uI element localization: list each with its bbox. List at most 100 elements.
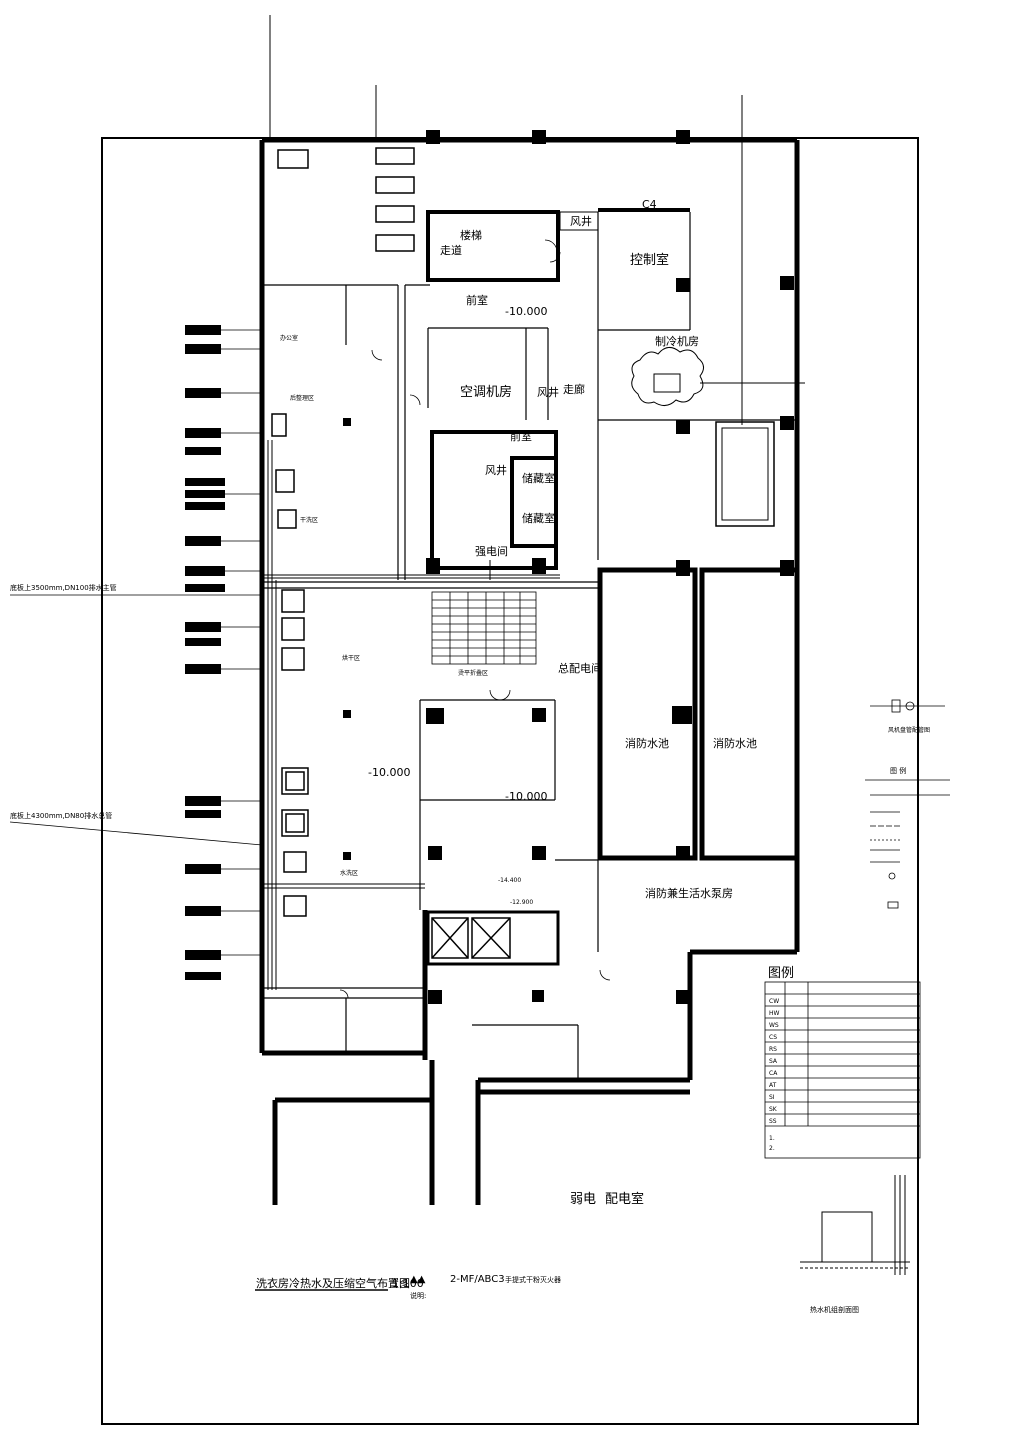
legend-side-title: 图 例 bbox=[890, 766, 906, 775]
plan-rect bbox=[271, 413, 287, 437]
legend-code: CA bbox=[769, 1070, 778, 1077]
plan-rect bbox=[275, 469, 295, 493]
plan-rect bbox=[343, 418, 351, 426]
plan-rect bbox=[426, 708, 444, 724]
plan-rect bbox=[721, 427, 769, 521]
label-elev-12: -12.900 bbox=[510, 899, 533, 906]
plan-circle bbox=[905, 701, 915, 711]
title-block: 洗衣房冷热水及压缩空气布置图 1:100 2-MF/ABC3 手提式干粉灭火器 … bbox=[256, 1274, 561, 1300]
plan-rect bbox=[185, 810, 221, 818]
plan-rect bbox=[428, 846, 442, 860]
core-walls bbox=[430, 430, 558, 570]
legend-code: SK bbox=[769, 1106, 778, 1113]
plan-rect bbox=[185, 906, 221, 916]
plan-path bbox=[489, 689, 501, 701]
washers bbox=[271, 413, 309, 917]
plan-rect bbox=[343, 852, 351, 860]
plan-rect bbox=[185, 864, 221, 874]
plan-path bbox=[409, 394, 421, 406]
plan-rect bbox=[185, 447, 221, 455]
plan-rect bbox=[285, 771, 305, 791]
interior-walls bbox=[262, 212, 797, 1080]
label-main-dist: 总配电间 bbox=[558, 661, 602, 675]
label-chiller-room: 制冷机房 bbox=[655, 334, 699, 348]
label-air-shaft-low: 风井 bbox=[485, 463, 507, 477]
plan-rect bbox=[375, 147, 415, 165]
plan-rect bbox=[185, 950, 221, 960]
legend-code: 2. bbox=[769, 1145, 775, 1152]
plan-rect bbox=[653, 373, 681, 393]
plan-path bbox=[631, 347, 704, 406]
label-corridor-mid: 走廊 bbox=[563, 382, 585, 396]
label-corridor-top: 走道 bbox=[440, 243, 462, 257]
plan-circle bbox=[888, 872, 896, 880]
plan-rect bbox=[185, 664, 221, 674]
drawing-title: 洗衣房冷热水及压缩空气布置图 bbox=[256, 1276, 410, 1290]
plan-rect bbox=[676, 990, 690, 1004]
tank-fixtures bbox=[277, 147, 415, 252]
plan-rect bbox=[277, 509, 297, 529]
plan-rect bbox=[676, 278, 690, 292]
door-swings bbox=[339, 239, 611, 999]
plan-rect bbox=[185, 490, 225, 498]
pipes bbox=[262, 440, 560, 990]
label-elev-14: -14.400 bbox=[498, 877, 521, 884]
plan-path bbox=[549, 251, 561, 263]
label-air-shaft-top: 风井 bbox=[570, 214, 592, 228]
plan-rect bbox=[431, 917, 469, 959]
plan-rect bbox=[699, 567, 800, 861]
plan-path bbox=[544, 239, 558, 253]
plan-rect bbox=[343, 710, 351, 718]
label-sorting-area: 后整理区 bbox=[290, 394, 314, 402]
room-labels: 楼梯 走道 风井 C4 控制室 前室 -10.000 制冷机房 空调机房 风井 … bbox=[280, 198, 757, 1207]
label-control-room: 控制室 bbox=[630, 252, 669, 268]
label-ac-room: 空调机房 bbox=[460, 384, 512, 400]
plan-rect bbox=[185, 478, 225, 486]
legend-code: SI bbox=[769, 1094, 775, 1101]
plan-rect bbox=[887, 901, 899, 909]
plan-rect bbox=[375, 234, 415, 252]
legend-code: WS bbox=[769, 1022, 779, 1029]
label-storage-2: 储藏室 bbox=[522, 511, 555, 525]
plan-rect bbox=[185, 622, 221, 632]
plan-rect bbox=[185, 428, 221, 438]
plan-rect bbox=[281, 767, 309, 795]
plan-rect bbox=[532, 708, 546, 722]
legend-code: HW bbox=[769, 1010, 780, 1017]
notes-heading: 说明: bbox=[410, 1291, 426, 1300]
label-elev-mid: -10.000 bbox=[368, 766, 410, 779]
tag-leaders bbox=[9, 329, 263, 956]
plan-rect bbox=[185, 388, 221, 398]
label-power-room: 配电室 bbox=[605, 1191, 644, 1207]
label-elev-right: -10.000 bbox=[505, 790, 547, 803]
extinguisher-symbol: ▲▲ bbox=[410, 1274, 426, 1285]
plan-rect bbox=[185, 566, 225, 576]
plan-rect bbox=[285, 813, 305, 833]
plan-line bbox=[471, 917, 511, 959]
elevators bbox=[431, 917, 511, 959]
plan-line bbox=[431, 917, 469, 959]
plan-rect bbox=[426, 130, 440, 144]
plan-rect bbox=[185, 584, 225, 592]
plan-rect bbox=[281, 647, 305, 671]
plan-rect bbox=[891, 699, 901, 713]
plan-rect bbox=[185, 972, 221, 980]
plan-rect bbox=[281, 589, 305, 613]
legend-table bbox=[764, 981, 921, 1159]
legend-title: 图例 bbox=[768, 966, 794, 981]
symbol-legend bbox=[865, 699, 950, 909]
annotation-pipe-4300: 底板上4300mm,DN80排水总管 bbox=[10, 811, 112, 820]
label-office: 办公室 bbox=[280, 334, 298, 342]
plan-rect bbox=[281, 809, 309, 837]
dryer-grid bbox=[431, 591, 537, 665]
plan-rect bbox=[431, 591, 537, 665]
tag-blocks bbox=[185, 325, 225, 980]
plan-rect bbox=[780, 416, 794, 430]
plan-rect bbox=[281, 617, 305, 641]
legend-code: CS bbox=[769, 1034, 777, 1041]
label-storage-1: 储藏室 bbox=[522, 471, 555, 485]
label-anteroom-top: 前室 bbox=[466, 293, 488, 307]
label-fire-pool-2: 消防水池 bbox=[713, 736, 757, 750]
plan-path bbox=[339, 989, 349, 999]
annotation-pipe-3500: 底板上3500mm,DN100排水主管 bbox=[10, 583, 117, 592]
